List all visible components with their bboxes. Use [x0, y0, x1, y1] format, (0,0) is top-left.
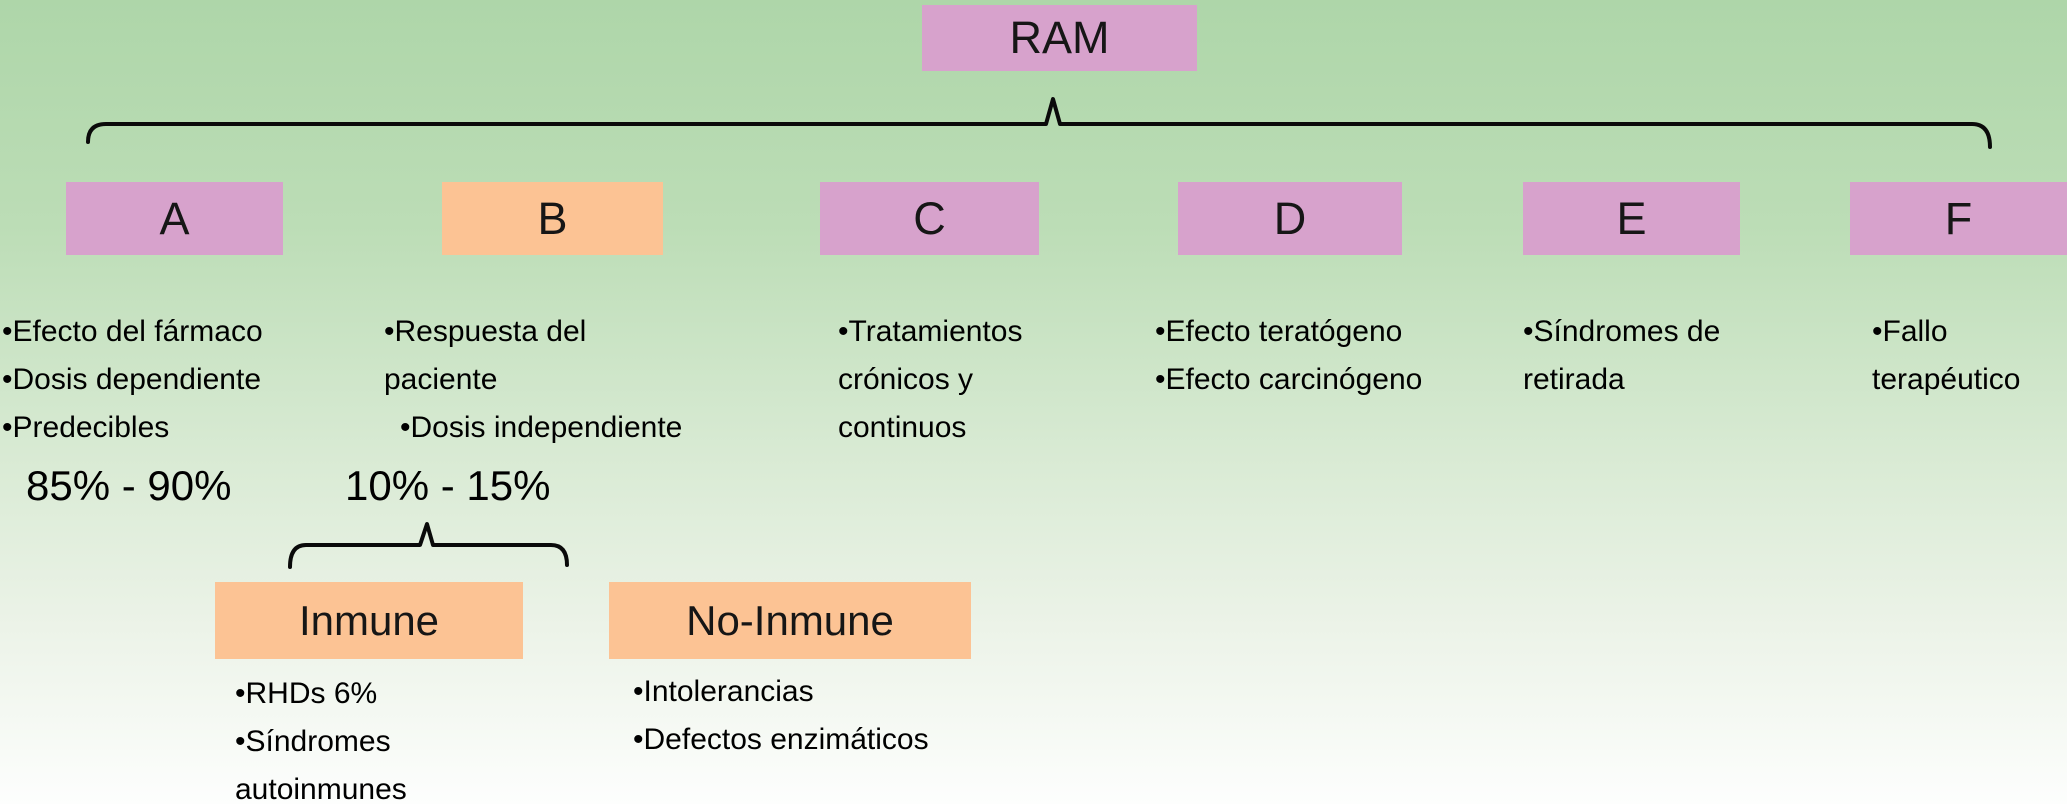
node-category-b-label: B — [537, 192, 568, 244]
node-category-a-label: A — [159, 192, 190, 244]
node-category-f-label: F — [1944, 192, 1973, 244]
node-no-inmune-label: No-Inmune — [686, 596, 894, 644]
category-f-bullets: •Fallo terapéutico — [1872, 308, 2052, 404]
node-category-a: A — [66, 182, 283, 255]
node-ram-label: RAM — [1009, 12, 1110, 63]
category-a-percentage: 85% - 90% — [26, 462, 232, 509]
bracket-b-subtypes-path — [288, 522, 569, 569]
node-category-e-label: E — [1616, 192, 1647, 244]
node-category-d-label: D — [1273, 192, 1307, 244]
category-a-bullets: •Efecto del fármaco •Dosis dependiente •… — [2, 308, 332, 452]
bullet-item: •Efecto del fármaco — [2, 315, 263, 348]
bullet-item: •Síndromes de retirada — [1523, 315, 1721, 396]
bullet-item: •Defectos enzimáticos — [633, 723, 929, 756]
node-inmune: Inmune — [215, 582, 523, 659]
node-category-b: B — [442, 182, 663, 255]
no-inmune-bullets: •Intolerancias •Defectos enzimáticos — [633, 668, 973, 764]
node-category-e: E — [1523, 182, 1740, 255]
node-ram: RAM — [922, 5, 1197, 71]
category-b-bullets: •Respuesta del paciente •Dosis independi… — [384, 308, 684, 452]
bullet-item: •Intolerancias — [633, 675, 814, 708]
bullet-item: •Respuesta del paciente — [384, 315, 587, 396]
bullet-item: •Síndromes autoinmunes — [235, 725, 407, 804]
node-inmune-label: Inmune — [298, 596, 440, 644]
node-category-f: F — [1850, 182, 2067, 255]
category-b-percentage: 10% - 15% — [345, 462, 551, 509]
category-c-bullets: •Tratamientos crónicos y continuos — [838, 308, 1053, 452]
inmune-bullets: •RHDs 6% •Síndromes autoinmunes — [235, 670, 445, 804]
category-d-bullets: •Efecto teratógeno •Efecto carcinógeno — [1155, 308, 1485, 404]
bullet-item: •Predecibles — [2, 411, 170, 444]
bullet-item: •Efecto carcinógeno — [1155, 363, 1423, 396]
bullet-item: •RHDs 6% — [235, 677, 378, 710]
bullet-item: •Tratamientos crónicos y continuos — [838, 315, 1023, 444]
node-category-c-label: C — [913, 192, 946, 244]
node-no-inmune: No-Inmune — [609, 582, 971, 659]
bullet-item: •Fallo terapéutico — [1872, 315, 2021, 396]
bullet-item: •Dosis dependiente — [2, 363, 262, 396]
node-category-c: C — [820, 182, 1039, 255]
bracket-top-path — [86, 97, 1992, 149]
bullet-item: •Efecto teratógeno — [1155, 315, 1403, 348]
bullet-item: •Dosis independiente — [400, 411, 683, 444]
node-category-d: D — [1178, 182, 1402, 255]
category-e-bullets: •Síndromes de retirada — [1523, 308, 1738, 404]
